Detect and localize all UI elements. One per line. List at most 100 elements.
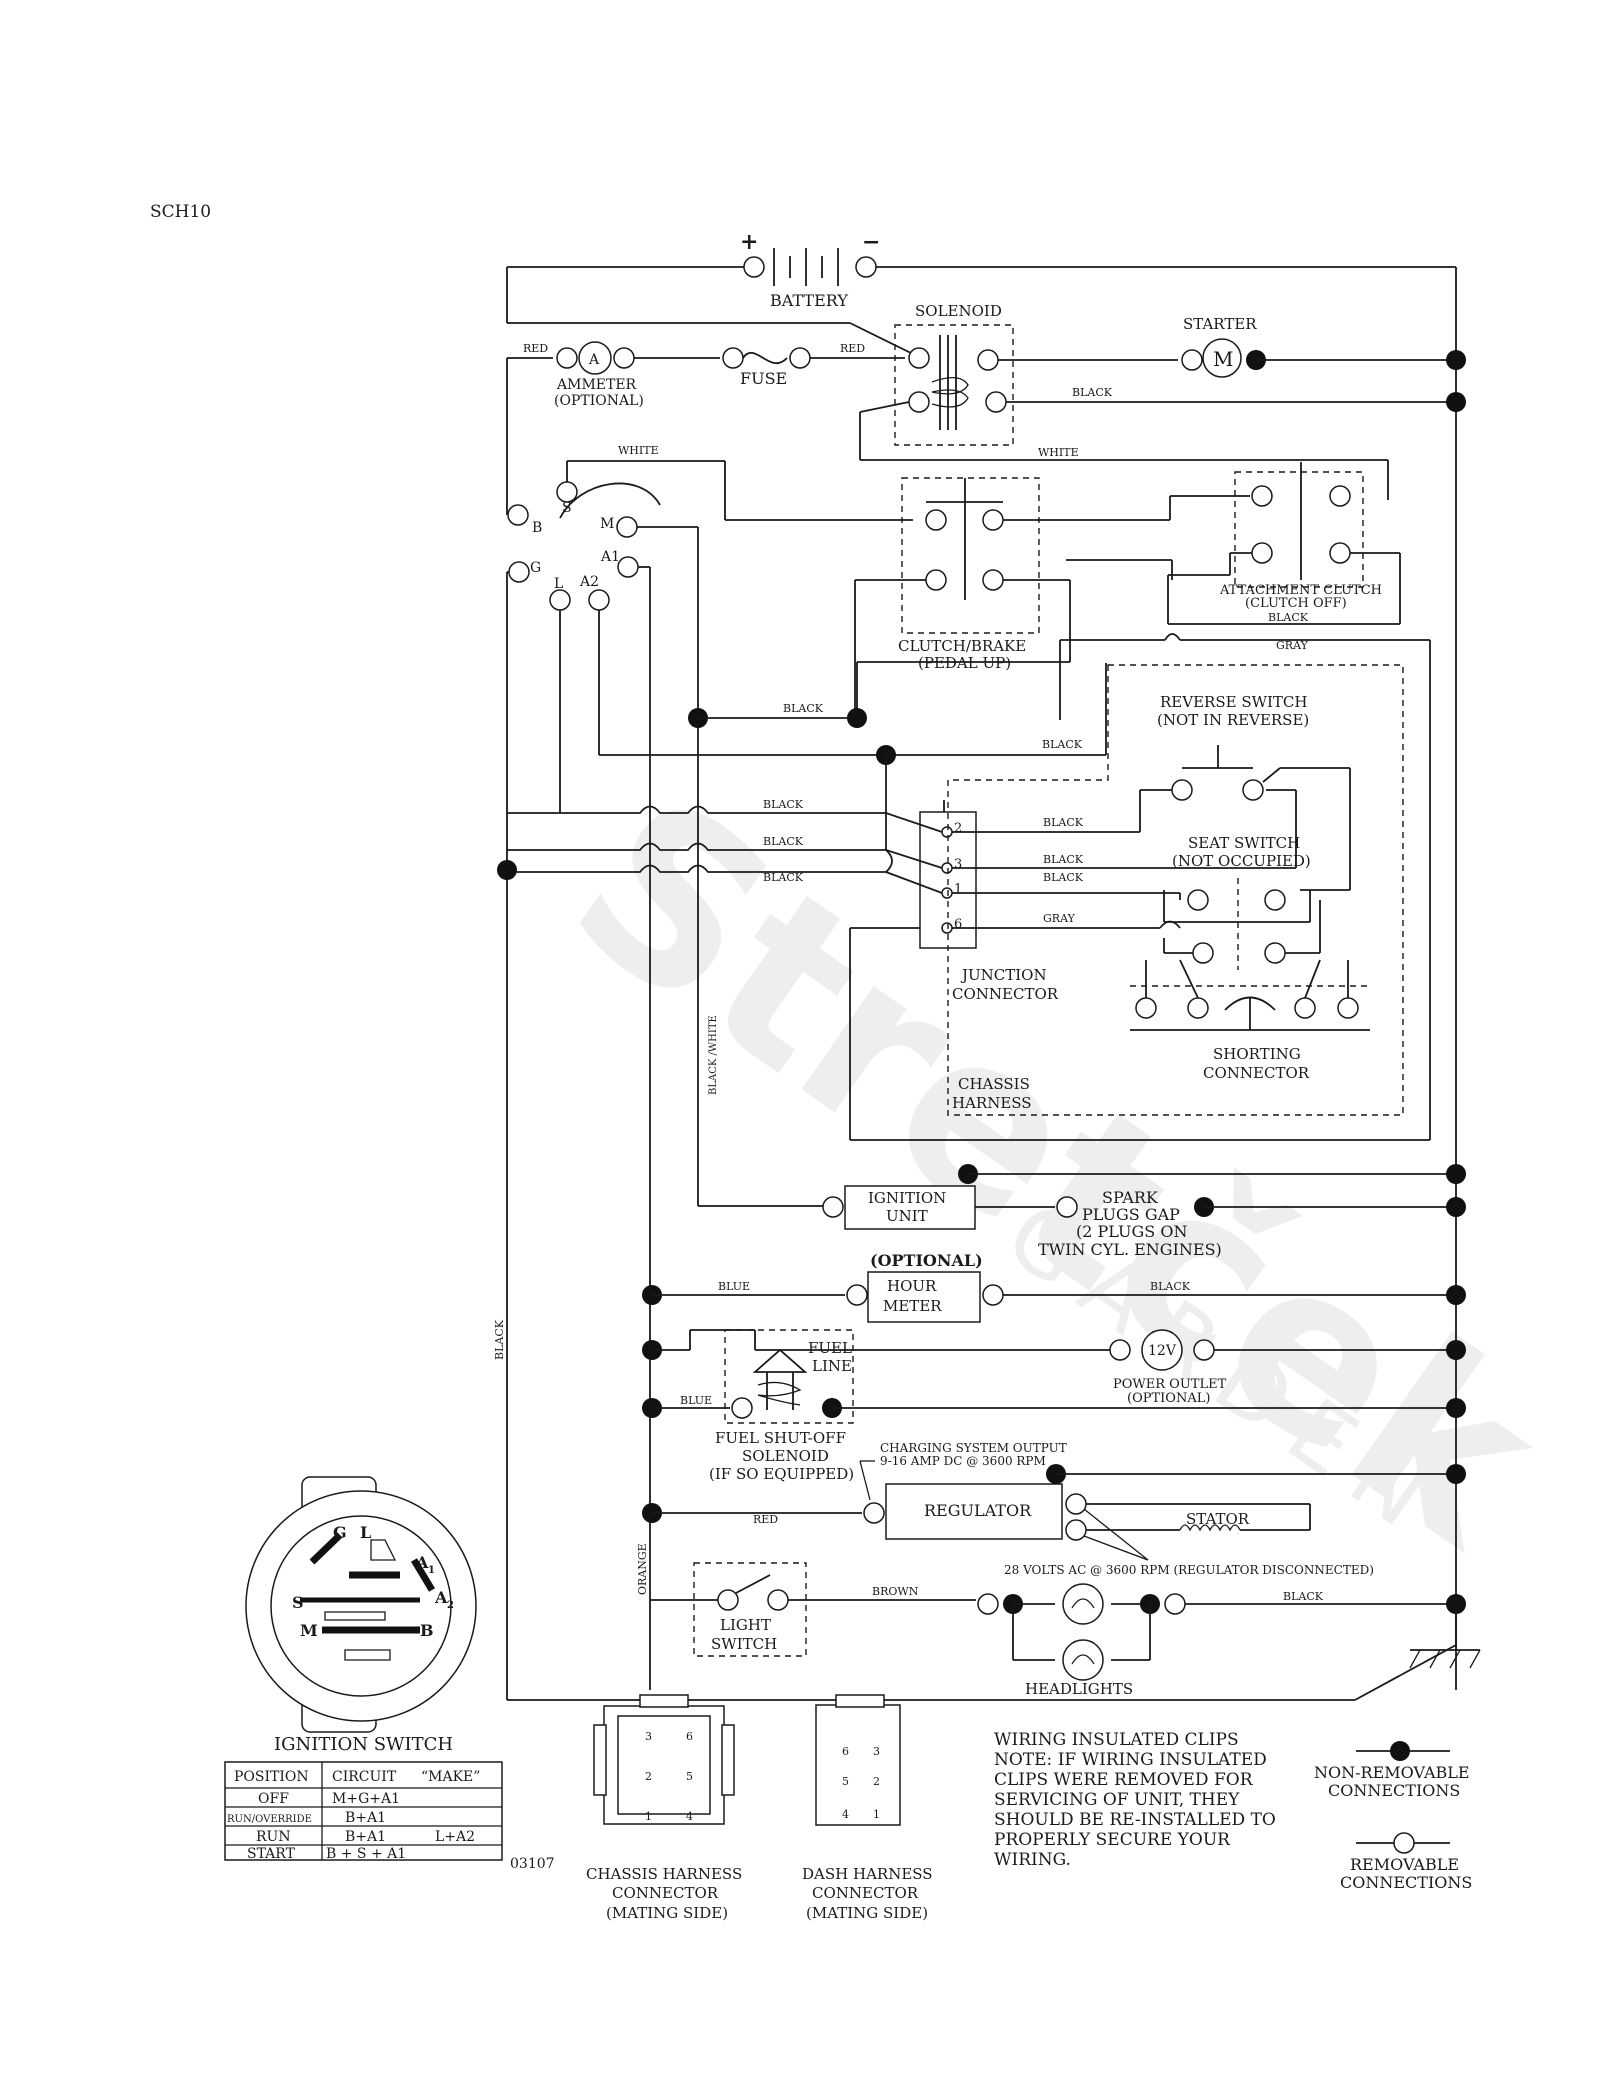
face-a1-sub: 1: [428, 1565, 435, 1576]
face-l: L: [360, 1523, 371, 1542]
table-r1-circ: M+G+A1: [332, 1791, 400, 1807]
chassis-harness-label1: CHASSIS: [958, 1075, 1030, 1093]
battery-label: BATTERY: [770, 291, 848, 310]
wire-black-7: BLACK: [1043, 853, 1084, 866]
ign-term-m: M: [600, 516, 614, 532]
solenoid-label: SOLENOID: [915, 302, 1002, 320]
charging-line2: 9-16 AMP DC @ 3600 RPM: [880, 1454, 1046, 1468]
battery-minus: −: [862, 229, 880, 255]
note-line-1: WIRING INSULATED CLIPS: [994, 1730, 1239, 1750]
reverse-label2: (NOT IN REVERSE): [1157, 711, 1309, 729]
ignition-unit-label1: IGNITION: [868, 1189, 946, 1207]
dash-conn-label1: DASH HARNESS: [802, 1865, 933, 1883]
fuel-sol-label2: SOLENOID: [742, 1447, 829, 1465]
note-line-7: WIRING.: [994, 1850, 1071, 1870]
legend-nonremovable-1: NON-REMOVABLE: [1314, 1763, 1470, 1782]
spark-line2: PLUGS GAP: [1082, 1205, 1180, 1224]
face-a1: A: [415, 1553, 429, 1572]
dash-pin-3: 3: [873, 1745, 880, 1758]
ign-term-b: B: [532, 520, 542, 536]
hour-meter-label2: METER: [883, 1297, 942, 1315]
attach-clutch-label1: ATTACHMENT CLUTCH: [1219, 583, 1382, 598]
wire-gray-top: GRAY: [1276, 639, 1309, 652]
wire-blue-2: BLUE: [680, 1394, 712, 1407]
table-h-circuit: CIRCUIT: [332, 1769, 397, 1785]
wiring-notes: WIRING INSULATED CLIPS NOTE: IF WIRING I…: [994, 1730, 1276, 1870]
charging-line1: CHARGING SYSTEM OUTPUT: [880, 1441, 1067, 1455]
face-m: M: [300, 1621, 318, 1640]
dash-pin-5: 5: [842, 1775, 849, 1788]
ignition-switch-face: G L A 1 A 2 S M B: [245, 1476, 477, 1733]
wire-black-5: BLACK: [763, 871, 804, 884]
charging-system: CHARGING SYSTEM OUTPUT 9-16 AMP DC @ 360…: [642, 1441, 1466, 1577]
ignition-unit-label2: UNIT: [886, 1207, 928, 1225]
legend: NON-REMOVABLE CONNECTIONS REMOVABLE CONN…: [1314, 1741, 1472, 1892]
clutch-brake-label1: CLUTCH/BRAKE: [898, 637, 1026, 655]
ignition-table: IGNITION SWITCH POSITION CIRCUIT “MAKE” …: [224, 1734, 503, 1862]
wire-black-white: BLACK /WHITE: [708, 1015, 719, 1095]
table-r3-pos: RUN: [256, 1829, 291, 1845]
light-switch-label2: SWITCH: [711, 1635, 777, 1653]
ignition-switch-schematic: S M B A1 G L A2 WHITE BLACK: [493, 444, 913, 1700]
chassis-pin-2: 2: [645, 1770, 652, 1783]
table-r4-pos: START: [247, 1846, 296, 1862]
wire-black-6: BLACK: [1043, 816, 1084, 829]
junction-pin-1: 1: [954, 882, 962, 897]
legend-removable-1: REMOVABLE: [1350, 1855, 1459, 1874]
dash-conn-label3: (MATING SIDE): [806, 1904, 928, 1922]
light-switch-label1: LIGHT: [720, 1616, 771, 1634]
fuel-sol-label3: (IF SO EQUIPPED): [709, 1465, 854, 1483]
table-r4-circ: B + S + A1: [326, 1846, 406, 1862]
outlet-label2: (OPTIONAL): [1127, 1391, 1210, 1406]
junction-pin-2: 2: [954, 821, 962, 836]
wire-black-left: BLACK: [493, 1319, 506, 1360]
note-line-4: SERVICING OF UNIT, THEY: [994, 1790, 1240, 1810]
table-h-position: POSITION: [234, 1769, 309, 1785]
fuel-and-outlet: FUEL LINE BLUE FUEL SHUT-OFF SOLENOID (I…: [642, 1329, 1466, 1483]
chassis-conn-label2: CONNECTOR: [612, 1884, 719, 1902]
chassis-pin-1: 1: [645, 1810, 652, 1823]
wire-black-attach: BLACK: [1268, 611, 1309, 624]
face-b: B: [420, 1621, 434, 1640]
seat-label2: (NOT OCCUPIED): [1172, 852, 1311, 870]
ac-note: 28 VOLTS AC @ 3600 RPM (REGULATOR DISCON…: [1004, 1563, 1374, 1577]
face-a2-sub: 2: [447, 1600, 454, 1611]
battery-plus: +: [740, 229, 758, 255]
wire-red-1: RED: [523, 342, 548, 355]
chassis-harness-label2: HARNESS: [952, 1094, 1032, 1112]
wire-black-hm: BLACK: [1150, 1280, 1191, 1293]
ammeter-symbol: A: [588, 352, 600, 368]
battery: + − BATTERY: [506, 229, 1457, 1690]
wire-black-4: BLACK: [763, 835, 804, 848]
ign-term-a1: A1: [600, 549, 620, 565]
fuel-sol-label1: FUEL SHUT-OFF: [715, 1429, 846, 1447]
note-line-3: CLIPS WERE REMOVED FOR: [994, 1770, 1254, 1790]
table-r2-circ: B+A1: [345, 1810, 386, 1826]
clutch-brake-switch: CLUTCH/BRAKE (PEDAL UP): [854, 477, 1250, 718]
wire-black-2: BLACK: [1042, 738, 1083, 751]
stator-label: STATOR: [1186, 1510, 1250, 1528]
hour-meter: BLUE (OPTIONAL) HOUR METER BLACK: [642, 1251, 1466, 1323]
wire-blue-1: BLUE: [718, 1280, 750, 1293]
starter-circuit: A RED RED AMMETER (OPTIONAL) FUSE SOLENO…: [506, 302, 1456, 515]
wire-gray-2: GRAY: [1043, 912, 1076, 925]
dash-pin-2: 2: [873, 1775, 880, 1788]
wire-black-lights: BLACK: [1283, 1590, 1324, 1603]
dash-pin-1: 1: [873, 1808, 880, 1821]
face-g: G: [333, 1523, 347, 1542]
wire-black-solenoid: BLACK: [1072, 386, 1113, 399]
spark-line1: SPARK: [1102, 1188, 1159, 1207]
table-r1-pos: OFF: [258, 1791, 289, 1807]
drawing-number: 03107: [510, 1856, 555, 1872]
spark-line4: TWIN CYL. ENGINES): [1038, 1240, 1222, 1259]
dash-conn-label2: CONNECTOR: [812, 1884, 919, 1902]
wire-red-2: RED: [840, 342, 865, 355]
chassis-connector: 3 6 2 5 1 4 CHASSIS HARNESS CONNECTOR (M…: [586, 1694, 742, 1922]
wire-black-3: BLACK: [763, 798, 804, 811]
hour-meter-optional: (OPTIONAL): [870, 1251, 983, 1270]
legend-nonremovable-2: CONNECTIONS: [1328, 1781, 1460, 1800]
outlet-symbol: 12V: [1148, 1343, 1177, 1359]
chassis-pin-4: 4: [686, 1810, 693, 1823]
ign-term-l: L: [554, 576, 563, 592]
